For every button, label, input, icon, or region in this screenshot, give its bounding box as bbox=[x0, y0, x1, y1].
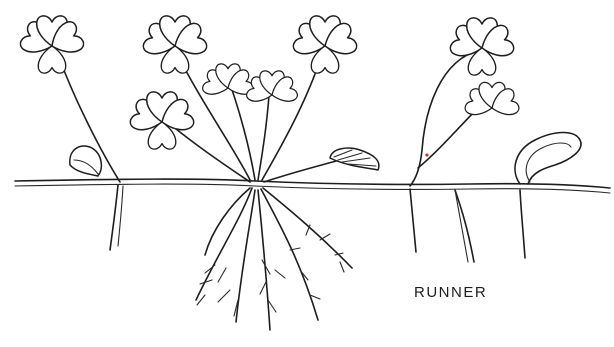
clover-leaf-8 bbox=[463, 82, 520, 120]
clover-leaf-4 bbox=[245, 71, 299, 107]
clover-leaf-6 bbox=[128, 92, 195, 149]
node-roots bbox=[110, 185, 525, 262]
folded-leaf-left bbox=[70, 146, 102, 176]
runner-label: RUNNER bbox=[414, 284, 487, 301]
petioles bbox=[60, 45, 488, 186]
crown-root-system bbox=[196, 188, 352, 330]
clover-leaf-1 bbox=[18, 16, 86, 73]
runner-tip-curl bbox=[515, 133, 581, 185]
clover-leaf-5 bbox=[291, 16, 358, 73]
node-mark bbox=[425, 153, 428, 156]
fan-leaf bbox=[330, 148, 379, 170]
clover-leaf-2 bbox=[141, 16, 208, 73]
clover-leaf-7 bbox=[448, 18, 515, 75]
